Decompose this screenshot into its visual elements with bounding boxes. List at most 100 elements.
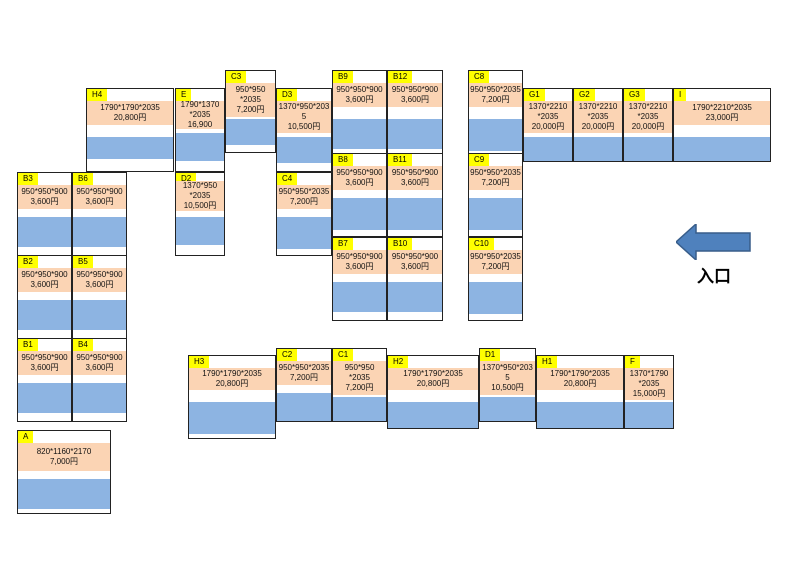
unit-spec-line: 16,900 [187, 120, 213, 129]
unit-label: H4 [87, 89, 108, 101]
unit-label: G2 [574, 89, 595, 101]
unit-door-band [469, 198, 522, 230]
unit-label: I [674, 89, 687, 101]
unit-spec-line: 7,200円 [481, 95, 510, 104]
unit-spec-line: 950*950*900 [76, 353, 123, 362]
unit-label: B5 [73, 256, 93, 268]
unit-spec-line: 10,500円 [491, 383, 524, 392]
unit-door-band [226, 119, 275, 145]
unit-spec-line: 3,600円 [30, 363, 59, 372]
unit-spec-line: 7,200円 [481, 262, 510, 271]
unit-door-band [388, 198, 442, 230]
unit-label: B1 [18, 339, 38, 351]
unit-door-band [624, 137, 672, 161]
unit-door-band [388, 119, 442, 149]
unit-spec-line: *2035 [240, 95, 261, 104]
unit-spec-line: 3,600円 [400, 178, 430, 187]
unit-spec-line: 1370*2210 [578, 102, 618, 111]
unit-door-band [277, 393, 331, 421]
unit-spec-line: 950*950*900 [336, 168, 383, 177]
unit-spec-line: 10,500円 [287, 122, 321, 131]
unit-label: B10 [388, 238, 413, 250]
unit-label: B12 [388, 71, 413, 83]
unit-label: H3 [189, 356, 210, 368]
unit-spec-line: 950*950*2035 [470, 252, 521, 261]
unit-spec-line: 1370*950 [182, 181, 218, 190]
unit-label: B6 [73, 173, 93, 185]
unit-spec-line: *2035 [537, 112, 559, 121]
unit-spec-line: 950*950*900 [21, 353, 68, 362]
unit-door-band [73, 300, 126, 330]
unit-door-band [73, 383, 126, 413]
unit-spec-line: *2035 [587, 112, 609, 121]
unit-label: C1 [333, 349, 354, 361]
unit-spec-line: 950*950*900 [391, 85, 439, 94]
unit-door-band [18, 300, 71, 330]
unit-spec-line: 950*950*900 [391, 252, 439, 261]
unit-spec-line: 950*950*900 [336, 85, 383, 94]
unit-spec-line: 7,200円 [289, 373, 319, 382]
unit-label: B9 [333, 71, 353, 83]
unit-label: A [18, 431, 34, 443]
unit-spec-line: 1370*2210 [628, 102, 668, 111]
unit-spec-line: 7,200円 [481, 178, 510, 187]
unit-door-band [18, 383, 71, 413]
unit-label: H1 [537, 356, 558, 368]
unit-spec-line: 1370*950*203 [482, 363, 533, 372]
unit-door-band [176, 217, 224, 245]
unit-spec-line: 3,600円 [345, 95, 374, 104]
unit-spec-line: 7,200円 [236, 105, 265, 114]
unit-spec-line: 950*950*2035 [278, 363, 330, 372]
unit-door-band [388, 282, 442, 312]
unit-spec-line: 3,600円 [30, 280, 59, 289]
unit-spec-line: 950*950*2035 [278, 187, 330, 196]
unit-label: G1 [524, 89, 545, 101]
entrance-arrow-icon [676, 224, 751, 260]
unit-door-band [574, 137, 622, 161]
unit-label: C10 [469, 238, 494, 250]
unit-spec-line: *2035 [189, 191, 211, 200]
unit-spec-line: 20,000円 [531, 122, 565, 131]
unit-door-band [674, 137, 770, 161]
unit-spec-line: 1790*1790*2035 [202, 369, 262, 378]
unit-door-band [73, 217, 126, 247]
unit-door-band [480, 397, 535, 421]
unit-spec-line: 20,800円 [215, 379, 249, 388]
unit-spec-line: 1370*2210 [528, 102, 568, 111]
